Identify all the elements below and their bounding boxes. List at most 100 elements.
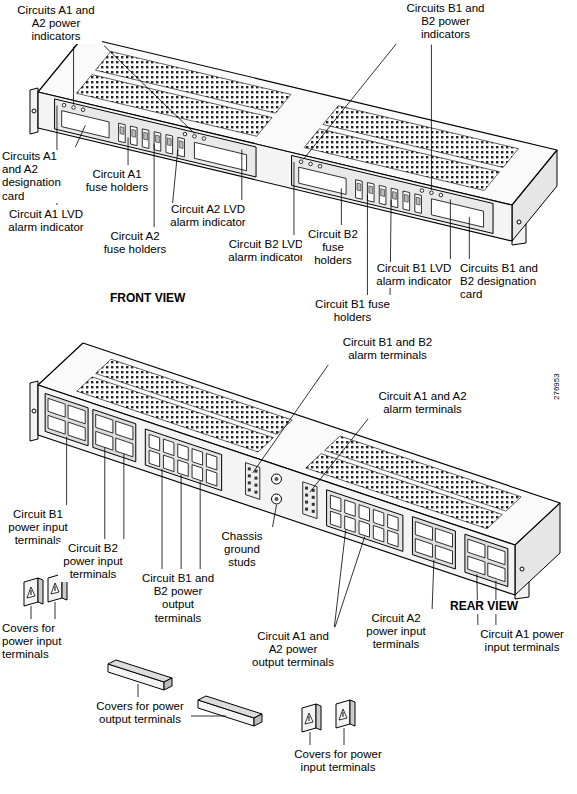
output-terminal [178,460,188,477]
leader-line [367,195,368,295]
indicator-led [62,103,66,107]
output-terminal-cover [198,696,262,718]
terminal-lug [435,545,452,564]
input-terminal-cover [336,700,350,728]
callout-label: Circuit A1 power input terminals [478,628,566,654]
terminal-lug [468,539,485,558]
input-terminal-cover [350,700,355,726]
alarm-terminal-pin [248,488,251,491]
callout-label: Circuit B1 and B2 power output terminals [138,572,218,625]
terminal-lug [415,539,432,558]
designation-card [194,142,246,170]
output-terminal [359,521,369,538]
designation-card [299,167,346,194]
fuse-holder [379,185,386,205]
leader-line [162,469,163,569]
leader-line [253,365,329,473]
warning-symbol [31,590,32,595]
alarm-terminal-pin [312,496,315,499]
fuse-holder [144,132,148,140]
terminal-lug [468,556,485,575]
leader-line [341,188,342,225]
terminal-lug [488,563,505,582]
terminal-lug [116,438,133,457]
fuse-holder [130,126,137,146]
alarm-terminal-pin [254,491,257,494]
terminal-lug [48,398,65,417]
output-terminal [178,444,188,461]
alarm-terminal-pin [305,501,308,504]
output-terminal [192,449,202,466]
leader-line [123,454,124,539]
callout-label: Circuits A1 and A2 designation card [2,150,74,203]
warning-symbol [305,713,313,724]
callout-label: Circuit B1 and B2 alarm terminals [330,336,445,362]
indicator-led [193,134,197,138]
alarm-terminal-block [303,482,317,519]
output-terminal [373,525,383,542]
alarm-terminal-pin [312,503,315,506]
callout-label: Circuit B1 fuse holders [315,298,390,324]
alarm-terminal-pin [312,510,315,513]
fuse-holder [120,127,124,135]
output-terminal [149,434,159,451]
output-terminal [330,511,340,528]
alarm-terminal-pin [248,467,251,470]
fuse-holder [142,129,149,149]
leader-line [181,475,182,569]
indicator-led [72,106,76,110]
designation-card [431,199,483,227]
fuse-holder [179,141,183,149]
callout-label: Covers for power input terminals [290,748,386,774]
leader-line [73,47,74,105]
leader-line [293,162,294,235]
leader-line [104,447,105,539]
leader-line [450,199,451,259]
input-terminal-cover [38,578,43,604]
callout-label: Circuit A1 fuse holders [82,168,152,194]
fuse-holder [403,191,410,211]
fuse-module [292,155,493,233]
warning-symbol [51,583,59,594]
callout-label: Circuit B2 fuse holders [302,228,364,268]
indicator-led [439,193,443,197]
ear-hole [32,409,36,413]
leader-line [66,437,67,505]
leader-line [469,217,470,259]
terminal-lug [48,415,65,434]
leader-line [200,481,201,569]
terminal-lug [68,405,85,424]
input-terminal-cover [302,704,316,732]
output-terminal [345,500,355,517]
callout-label: Circuits B1 and B2 power indicators [398,2,493,42]
output-terminal [330,495,340,512]
indicator-led [420,189,424,193]
leader-line [31,606,32,619]
terminal-lug [96,414,113,433]
warning-symbol [339,709,347,720]
alarm-terminal-pin [254,477,257,480]
leader-line [104,46,194,134]
ear-hole [32,109,36,113]
fuse-holder [393,192,397,200]
power-output-terminal-block [145,429,221,491]
view-title: REAR VIEW [450,600,518,614]
terminal-lug [435,528,452,547]
leader-line [55,602,56,619]
callout-label: Covers for power input terminals [2,622,74,662]
fuse-holder [178,137,185,157]
warning-symbol [55,586,56,591]
callout-label: Circuits A1 and A2 power indicators [10,4,102,44]
alarm-terminal-pin [254,484,257,487]
panel [38,92,512,241]
leader-line [191,716,226,717]
indicator-led [309,162,313,166]
input-terminal-cover [24,578,38,606]
terminal-lug [96,431,113,450]
callout-label: Covers for power output terminals [92,700,188,726]
output-terminal-cover [164,678,172,690]
leader-line [138,684,139,697]
terminal-lug [488,546,505,565]
indicator-led [318,164,322,168]
